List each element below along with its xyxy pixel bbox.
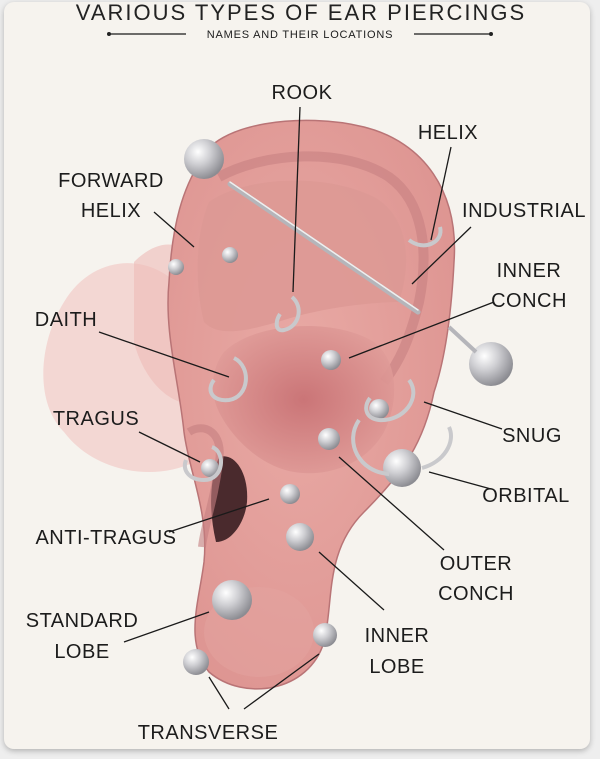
industrial-bar: [227, 181, 421, 315]
upper-hollow: [197, 180, 407, 332]
tragus: [186, 424, 224, 548]
transverse-ball-1: [183, 649, 209, 675]
label-snug: SNUG: [502, 425, 562, 447]
label-industrial: INDUSTRIAL: [462, 200, 586, 222]
transverse-ball-2: [313, 623, 337, 647]
helix-ring: [407, 226, 443, 248]
outer-conch-ball: [318, 428, 340, 450]
conch-bowl: [212, 325, 395, 474]
label-transverse: TRANSVERSE: [138, 722, 279, 744]
illustration-frame: VARIOUS TYPES OF EAR PIERCINGS NAMES AND…: [4, 2, 590, 749]
snug-ring: [364, 378, 416, 423]
snug-ball: [369, 399, 389, 419]
label-inner-conch-1: INNER: [497, 260, 562, 282]
inner-lobe-ball: [286, 523, 314, 551]
rook-ring: [274, 295, 301, 333]
label-standard-lobe-1: STANDARD: [26, 610, 139, 632]
label-forward-helix-1: FORWARD: [58, 170, 164, 192]
label-inner-conch-2: CONCH: [491, 290, 567, 312]
forward-helix-ball-1: [168, 259, 184, 275]
standard-lobe-ball: [212, 580, 252, 620]
ear-diagram: VARIOUS TYPES OF EAR PIERCINGS NAMES AND…: [26, 2, 586, 744]
label-standard-lobe-2: LOBE: [54, 641, 109, 663]
tragus-ring: [183, 445, 223, 483]
label-anti-tragus: ANTI-TRAGUS: [35, 527, 176, 549]
label-helix: HELIX: [418, 122, 478, 144]
label-outer-conch-1: OUTER: [440, 553, 513, 575]
label-forward-helix-2: HELIX: [81, 200, 141, 222]
anti-tragus-ball: [280, 484, 300, 504]
subtitle: NAMES AND THEIR LOCATIONS: [207, 29, 393, 41]
tragus-ball: [201, 459, 219, 477]
orbital-ring: [351, 418, 453, 476]
inner-conch-ball: [321, 350, 341, 370]
label-orbital: ORBITAL: [482, 485, 570, 507]
forward-helix-ball-2: [222, 247, 238, 263]
label-inner-lobe-2: LOBE: [369, 656, 424, 678]
label-rook: ROOK: [272, 82, 333, 104]
orbital-ball: [383, 449, 421, 487]
helix-fold: [216, 151, 429, 385]
label-outer-conch-2: CONCH: [438, 583, 514, 605]
title: VARIOUS TYPES OF EAR PIERCINGS: [76, 2, 526, 25]
helix-top-ball: [184, 139, 224, 179]
label-tragus: TRAGUS: [53, 408, 139, 430]
daith-ring: [208, 356, 248, 403]
conch-stud-ball: [469, 342, 513, 386]
label-inner-lobe-1: INNER: [365, 625, 430, 647]
label-daith: DAITH: [35, 309, 98, 331]
